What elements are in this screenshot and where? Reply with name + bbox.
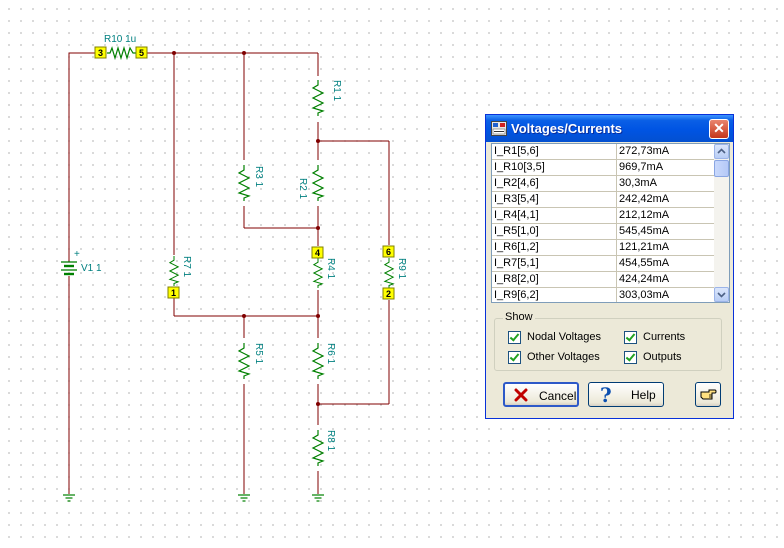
wires	[68, 52, 390, 494]
resistor-r8[interactable]: R8 1	[312, 429, 336, 467]
other-voltages-checkbox[interactable]: Other Voltages	[508, 351, 600, 365]
node-marker-1: 1	[167, 286, 180, 299]
list-row[interactable]: I_R8[2,0]424,24mA	[492, 272, 716, 288]
resistor-r1-label: R1 1	[331, 80, 342, 102]
currents-checkbox[interactable]: Currents	[624, 331, 685, 345]
list-row[interactable]: I_R10[3,5]969,7mA	[492, 160, 716, 176]
ground-symbols	[62, 494, 325, 502]
arrow-down-icon	[717, 292, 726, 298]
resistor-r10[interactable]: R10 1u	[104, 34, 136, 61]
resistor-r5[interactable]: R5 1	[238, 342, 264, 380]
resistor-r5-label: R5 1	[253, 343, 264, 365]
list-row[interactable]: I_R6[1,2]121,21mA	[492, 240, 716, 256]
resistor-r3-label: R3 1	[253, 166, 264, 188]
battery-v1-label: V1 1	[81, 263, 102, 274]
checkbox-checked-icon	[624, 351, 637, 364]
scroll-down-button[interactable]	[714, 287, 729, 302]
battery-v1[interactable]: + V1 1	[61, 238, 102, 297]
resistor-r10-label: R10 1u	[104, 34, 136, 45]
row-value: 303,03mA	[617, 288, 716, 302]
row-name: I_R6[1,2]	[492, 240, 617, 256]
resistor-r7-label: R7 1	[181, 256, 192, 278]
svg-text:3: 3	[98, 48, 103, 58]
scroll-thumb[interactable]	[714, 160, 729, 177]
resistor-r3[interactable]: R3 1	[238, 164, 264, 202]
hand-pointer-icon	[700, 389, 717, 400]
list-row[interactable]: I_R7[5,1]454,55mA	[492, 256, 716, 272]
node-markers: 3 5 1 4 6 2	[94, 46, 395, 300]
arrow-up-icon	[717, 148, 726, 154]
help-button[interactable]: ? Help	[588, 382, 664, 407]
resistor-r4[interactable]: R4 1	[313, 257, 336, 289]
node-marker-3: 3	[94, 46, 107, 59]
resistor-r8-label: R8 1	[325, 430, 336, 452]
resistor-r9-label: R9 1	[396, 258, 407, 280]
svg-text:5: 5	[139, 48, 144, 58]
row-name: I_R4[4,1]	[492, 208, 617, 224]
list-row[interactable]: I_R9[6,2]303,03mA	[492, 288, 716, 302]
row-value: 121,21mA	[617, 240, 716, 256]
resistor-r6-label: R6 1	[325, 343, 336, 365]
junction-dots	[172, 51, 320, 406]
row-value: 30,3mA	[617, 176, 716, 192]
resistor-r7[interactable]: R7 1	[169, 255, 192, 287]
battery-plus-sign: +	[74, 249, 80, 260]
row-name: I_R9[6,2]	[492, 288, 617, 302]
list-row[interactable]: I_R4[4,1]212,12mA	[492, 208, 716, 224]
help-question-icon: ?	[600, 383, 612, 407]
svg-text:6: 6	[386, 247, 391, 257]
row-name: I_R5[1,0]	[492, 224, 617, 240]
checkbox-checked-icon	[508, 351, 521, 364]
close-button[interactable]: ✕	[709, 119, 729, 139]
row-name: I_R7[5,1]	[492, 256, 617, 272]
show-groupbox	[494, 318, 722, 371]
node-marker-6: 6	[382, 245, 395, 258]
checkbox-checked-icon	[508, 331, 521, 344]
row-name: I_R8[2,0]	[492, 272, 617, 288]
row-value: 424,24mA	[617, 272, 716, 288]
nodal-voltages-checkbox[interactable]: Nodal Voltages	[508, 331, 601, 345]
checkbox-checked-icon	[624, 331, 637, 344]
cancel-x-icon	[514, 388, 528, 402]
row-value: 272,73mA	[617, 144, 716, 160]
row-value: 242,42mA	[617, 192, 716, 208]
resistor-r9[interactable]: R9 1	[384, 257, 407, 289]
node-marker-4: 4	[311, 246, 324, 259]
row-name: I_R1[5,6]	[492, 144, 617, 160]
resistor-r2-label: R2 1	[297, 178, 308, 200]
node-marker-5: 5	[135, 46, 148, 59]
resistor-r6[interactable]: R6 1	[312, 342, 336, 380]
list-row[interactable]: I_R3[5,4]242,42mA	[492, 192, 716, 208]
svg-text:2: 2	[386, 289, 391, 299]
row-value: 545,45mA	[617, 224, 716, 240]
dialog-title: Voltages/Currents	[511, 121, 623, 136]
list-row[interactable]: I_R2[4,6]30,3mA	[492, 176, 716, 192]
row-name: I_R3[5,4]	[492, 192, 617, 208]
scroll-up-button[interactable]	[714, 144, 729, 159]
node-marker-2: 2	[382, 287, 395, 300]
resistor-r4-label: R4 1	[325, 258, 336, 280]
list-row[interactable]: I_R1[5,6]272,73mA	[492, 144, 716, 160]
svg-text:4: 4	[315, 248, 320, 258]
row-name: I_R2[4,6]	[492, 176, 617, 192]
outputs-checkbox[interactable]: Outputs	[624, 351, 682, 365]
list-row[interactable]: I_R5[1,0]545,45mA	[492, 224, 716, 240]
pointer-hand-button[interactable]	[695, 382, 721, 407]
resistor-r1[interactable]: R1 1	[312, 79, 342, 117]
row-name: I_R10[3,5]	[492, 160, 617, 176]
dialog-titlebar[interactable]: Voltages/Currents ✕	[486, 115, 733, 142]
app-icon	[491, 121, 507, 136]
row-value: 212,12mA	[617, 208, 716, 224]
row-value: 454,55mA	[617, 256, 716, 272]
show-group-label: Show	[503, 311, 535, 323]
row-value: 969,7mA	[617, 160, 716, 176]
svg-text:1: 1	[171, 288, 176, 298]
list-scrollbar[interactable]	[714, 144, 729, 302]
cancel-button[interactable]: Cancel	[503, 382, 579, 407]
resistor-r2[interactable]: R2 1	[297, 164, 324, 202]
